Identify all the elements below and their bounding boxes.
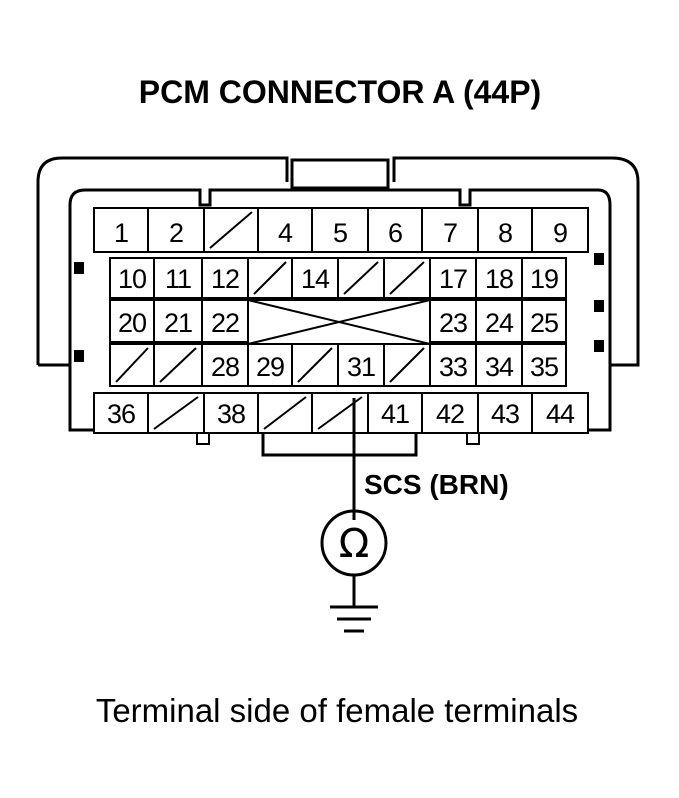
unused-terminal-mark (159, 347, 197, 383)
terminal-number: 41 (381, 399, 409, 429)
terminal-cell (477, 392, 533, 434)
terminal-cell (521, 299, 567, 343)
terminal-number: 29 (256, 352, 284, 382)
terminal-number: 18 (485, 264, 513, 294)
terminal-number: 31 (347, 352, 375, 382)
diagram-title: PCM CONNECTOR A (44P) (139, 74, 541, 110)
terminal-number: 11 (165, 264, 191, 294)
terminal-cell (147, 207, 205, 253)
terminal-number: 34 (485, 352, 514, 382)
ground-icon (330, 605, 378, 633)
terminal-cell (257, 207, 313, 253)
terminal-number: 23 (439, 308, 467, 338)
terminal-number: 9 (553, 218, 567, 248)
unused-terminal-mark (253, 261, 287, 295)
probe-assembly: SCS (BRN) Ω (320, 398, 509, 633)
terminal-number: 6 (388, 218, 402, 248)
unused-terminal-mark (389, 261, 425, 295)
connector-housing (36, 156, 640, 457)
terminal-cell (153, 299, 203, 343)
unused-terminal-mark (263, 396, 307, 430)
terminal-number: 10 (118, 264, 146, 294)
unused-terminal-mark (343, 261, 379, 295)
terminal-number: 22 (211, 308, 239, 338)
terminal-cell (201, 343, 249, 387)
unused-terminal-mark (209, 211, 253, 249)
terminal-number: 33 (439, 352, 467, 382)
terminal-cell (475, 299, 523, 343)
probe-label: SCS (BRN) (364, 469, 509, 500)
terminal-cell (531, 392, 589, 434)
terminal-number: 7 (443, 218, 457, 248)
unused-terminal-mark (115, 347, 149, 383)
terminal-number: 28 (211, 352, 239, 382)
terminal-cell (477, 207, 533, 253)
terminal-number: 25 (530, 308, 558, 338)
terminal-number: 5 (333, 218, 347, 248)
terminal-number: 4 (278, 218, 293, 248)
terminal-number: 44 (546, 399, 575, 429)
terminal-number: 2 (169, 218, 183, 248)
terminal-cell (201, 257, 249, 299)
terminal-number: 20 (118, 308, 146, 338)
terminal-number: 21 (164, 308, 192, 338)
terminal-number: 43 (491, 399, 519, 429)
terminal-number: 1 (114, 218, 128, 248)
ohm-symbol: Ω (339, 521, 370, 567)
unused-terminal-mark (389, 347, 425, 383)
terminal-number: 42 (436, 399, 464, 429)
terminal-number: 8 (498, 218, 512, 248)
terminal-cell (521, 257, 567, 299)
terminal-cell (521, 343, 567, 387)
terminal-number: 24 (485, 308, 514, 338)
terminal-number: 35 (530, 352, 558, 382)
terminal-number: 36 (107, 399, 135, 429)
terminal-cell (153, 257, 203, 299)
blocked-cavity-cross (247, 299, 431, 345)
terminal-number: 38 (217, 399, 245, 429)
terminal-number: 12 (211, 264, 239, 294)
terminal-cell (367, 392, 423, 434)
terminal-cell (531, 207, 589, 253)
terminal-cell (421, 392, 479, 434)
diagram-caption: Terminal side of female terminals (96, 692, 578, 729)
terminal-cell (109, 257, 155, 299)
terminal-number: 14 (301, 264, 330, 294)
unused-terminal-mark (297, 347, 333, 383)
terminal-cell (201, 299, 249, 343)
unused-terminal-mark (153, 396, 199, 430)
terminal-cell (203, 392, 259, 434)
terminal-cell (93, 207, 149, 253)
terminal-number: 19 (530, 264, 558, 294)
terminal-number: 17 (439, 264, 467, 294)
terminal-cell (367, 207, 423, 253)
